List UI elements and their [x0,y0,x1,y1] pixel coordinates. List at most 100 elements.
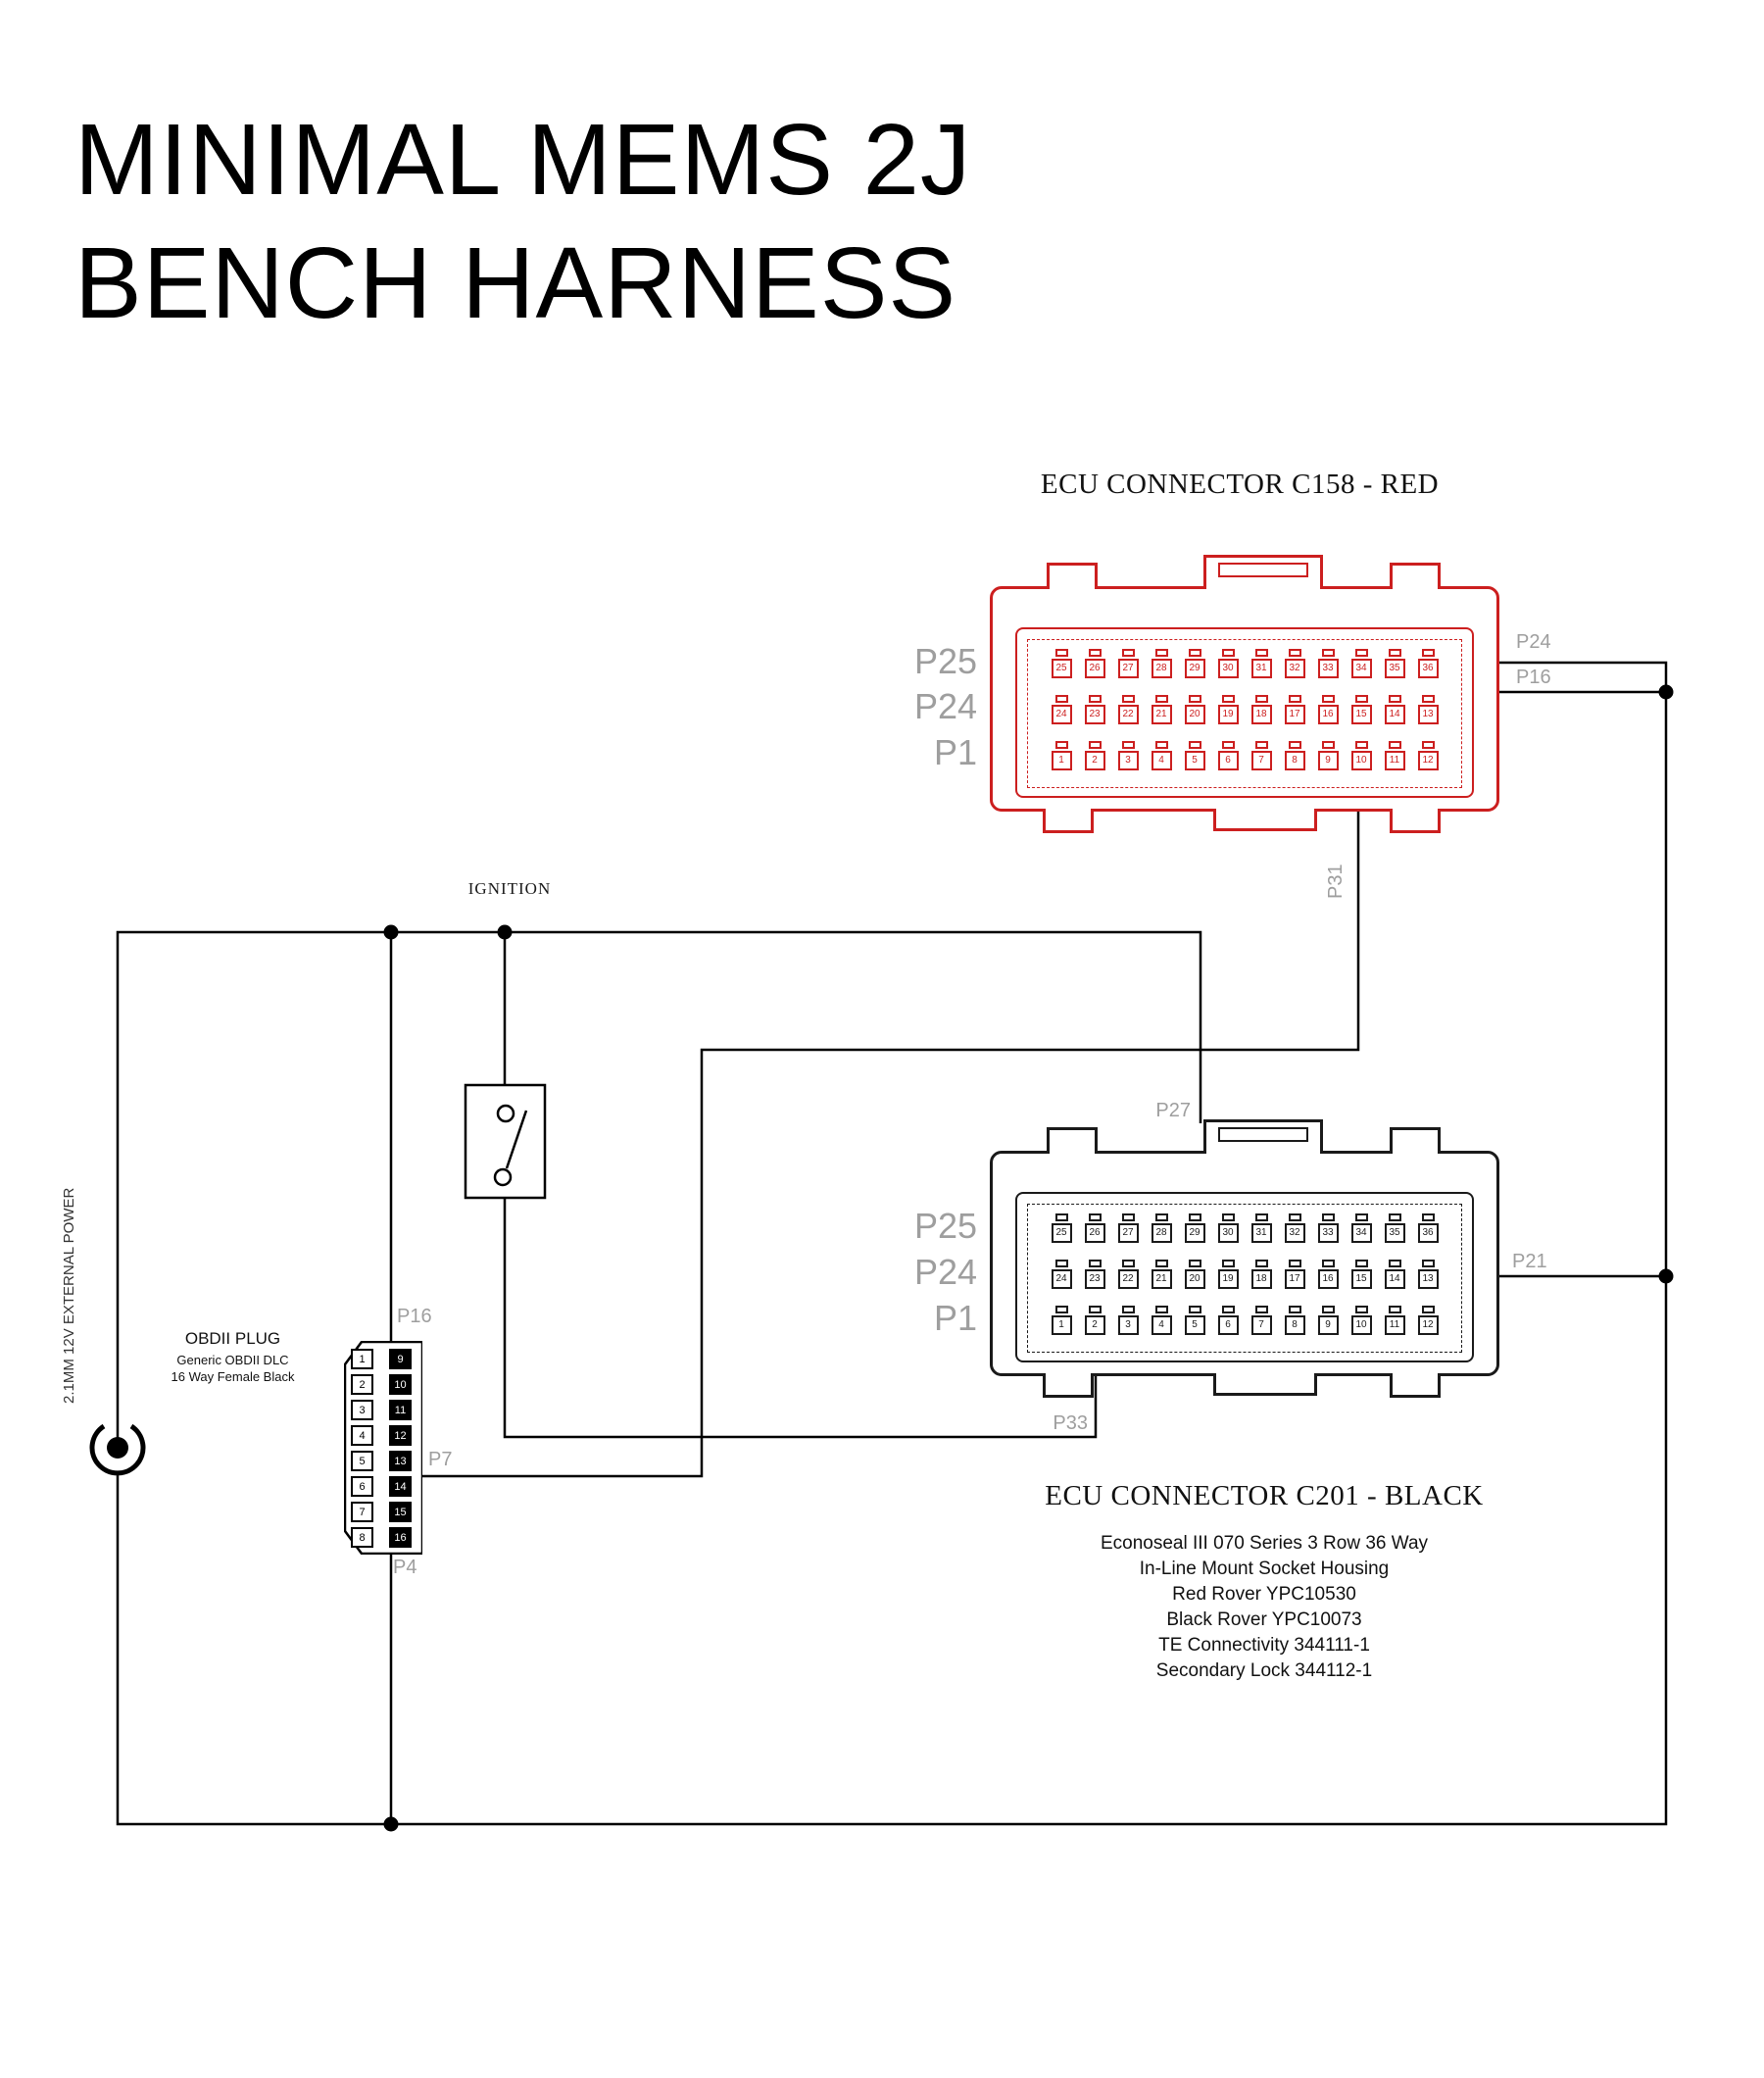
mount-tab [1213,1373,1317,1396]
title-line-2: BENCH HARNESS [74,226,957,339]
power-jack [89,1423,146,1476]
pin-21: 21 [1150,694,1174,724]
wire-label-obd-p16: P16 [397,1306,432,1327]
pin-36: 36 [1416,1212,1441,1243]
pin-15: 15 [1349,1259,1374,1289]
pin-11: 11 [389,1400,412,1420]
pin-9: 9 [1316,740,1341,770]
pin-20: 20 [1183,1259,1207,1289]
wire-switch-to-p33 [503,1198,1098,1439]
title-line-1: MINIMAL MEMS 2J [74,103,972,216]
pin-22: 22 [1116,1259,1141,1289]
wire-label-black-p27: P27 [1155,1100,1191,1121]
pin-18: 18 [1250,1259,1274,1289]
red-row-label-p25: P25 [913,641,977,681]
pin-5: 5 [1183,740,1207,770]
red-connector-heading: ECU CONNECTOR C158 - RED [1040,469,1440,500]
pin-19: 19 [1216,1259,1241,1289]
pin-5: 5 [1183,1305,1207,1335]
ignition-switch [464,1083,547,1200]
external-power-label: 2.1MM 12V EXTERNAL POWER [61,1187,77,1404]
pin-28: 28 [1150,1212,1174,1243]
pin-36: 36 [1416,648,1441,678]
pin-5: 5 [351,1451,373,1471]
wire-label-black-p21: P21 [1512,1251,1547,1272]
wire-label-red-p24: P24 [1516,631,1551,653]
pin-10: 10 [1349,1305,1374,1335]
pin-30: 30 [1216,1212,1241,1243]
part-info-line: Secondary Lock 344112-1 [1155,1660,1373,1681]
pin-28: 28 [1150,648,1174,678]
pin-12: 12 [1416,1305,1441,1335]
pin-2: 2 [1083,1305,1107,1335]
black-row-label-p1: P1 [933,1298,977,1338]
black-row-label-p24: P24 [913,1252,977,1292]
pin-6: 6 [1216,1305,1241,1335]
pin-1: 1 [1050,740,1074,770]
pin-7: 7 [351,1502,373,1522]
pin-6: 6 [351,1476,373,1497]
pin-24: 24 [1050,1259,1074,1289]
obdii-label-block: OBDII PLUG Generic OBDII DLC 16 Way Fema… [137,1329,328,1385]
pin-23: 23 [1083,1259,1107,1289]
pin-2: 2 [1083,740,1107,770]
pin-3: 3 [1116,1305,1141,1335]
pin-15: 15 [1349,694,1374,724]
pin-1: 1 [351,1349,373,1369]
obdii-outline [344,1341,422,1555]
obdii-subtitle-1: Generic OBDII DLC [176,1353,289,1367]
pin-4: 4 [1150,740,1174,770]
latch-inner [1218,563,1308,577]
part-info-line: TE Connectivity 344111-1 [1158,1635,1370,1656]
obdii-title: OBDII PLUG [184,1329,281,1348]
mount-tab [1047,563,1098,589]
pin-31: 31 [1250,1212,1274,1243]
black-connector-heading: ECU CONNECTOR C201 - BLACK [1045,1480,1484,1511]
pin-4: 4 [1150,1305,1174,1335]
pin-32: 32 [1283,1212,1307,1243]
pin-3: 3 [351,1400,373,1420]
mount-tab [1043,809,1094,833]
pin-7: 7 [1250,740,1274,770]
latch-tab [1203,1119,1323,1154]
mount-tab [1043,1373,1094,1398]
pin-33: 33 [1316,1212,1341,1243]
pin-24: 24 [1050,694,1074,724]
connector-part-info: Econoseal III 070 Series 3 Row 36 Way In… [1009,1531,1519,1684]
pin-14: 14 [1383,694,1407,724]
pin-4: 4 [351,1425,373,1446]
mount-tab [1047,1127,1098,1154]
pin-20: 20 [1183,694,1207,724]
pin-35: 35 [1383,648,1407,678]
pin-9: 9 [1316,1305,1341,1335]
pin-25: 25 [1050,1212,1074,1243]
pin-15: 15 [389,1502,412,1522]
wire-label-obd-p4: P4 [393,1557,417,1578]
pin-10: 10 [1349,740,1374,770]
pin-3: 3 [1116,740,1141,770]
wire-label-red-p31: P31 [1325,864,1347,899]
pin-7: 7 [1250,1305,1274,1335]
pin-18: 18 [1250,694,1274,724]
pin-27: 27 [1116,1212,1141,1243]
red-row-label-p1: P1 [933,732,977,772]
wire-power-to-p27 [116,930,1202,1448]
pin-27: 27 [1116,648,1141,678]
part-info-line: Red Rover YPC10530 [1172,1584,1356,1605]
pin-23: 23 [1083,694,1107,724]
wire-label-black-p33: P33 [1053,1412,1088,1434]
pin-13: 13 [1416,1259,1441,1289]
pin-14: 14 [389,1476,412,1497]
pin-9: 9 [389,1349,412,1369]
pin-8: 8 [351,1527,373,1548]
